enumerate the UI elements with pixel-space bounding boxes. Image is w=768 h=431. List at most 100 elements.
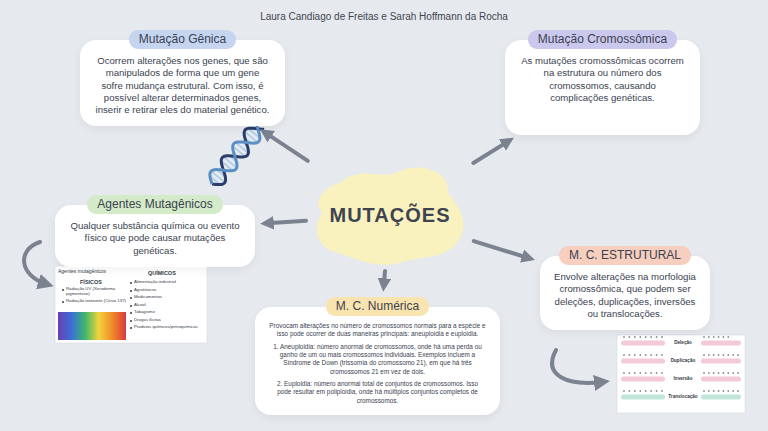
gene-mark bbox=[703, 372, 705, 374]
picture-label: Drogas ilícitas bbox=[130, 318, 161, 323]
topic-body: Envolve alterações na morfologia cromoss… bbox=[540, 256, 710, 330]
topic-box: M. C. ESTRUTURALEnvolve alterações na mo… bbox=[540, 246, 710, 330]
dna-icon bbox=[210, 123, 264, 185]
gene-mark bbox=[718, 390, 720, 392]
topic-box: Mutação GênicaOcorrem alterações nos gen… bbox=[80, 30, 285, 126]
gene-mark bbox=[639, 390, 641, 392]
gene-mark bbox=[718, 336, 720, 338]
topic-body: Qualquer substância química ou evento fí… bbox=[55, 205, 255, 267]
spectrum-picture bbox=[58, 312, 126, 340]
curved-arrow bbox=[552, 350, 602, 383]
gene-mark bbox=[727, 372, 729, 374]
gene-mark bbox=[634, 390, 636, 392]
picture-label: Radiação ionizante (Césio 137) bbox=[62, 299, 128, 304]
chromosome-bar bbox=[701, 359, 741, 364]
blob-fill bbox=[317, 167, 464, 264]
topic-heading: Mutação Cromossômica bbox=[528, 30, 677, 49]
chromosome-bar bbox=[701, 341, 741, 346]
topic-text: Provocam alterações no número de cromoss… bbox=[269, 322, 486, 339]
gene-mark bbox=[645, 336, 647, 338]
gene-mark bbox=[713, 390, 715, 392]
gene-mark bbox=[639, 372, 641, 374]
gene-mark bbox=[727, 390, 729, 392]
gene-mark bbox=[656, 390, 658, 392]
gene-mark bbox=[732, 390, 734, 392]
picture-label: Deleção bbox=[666, 340, 700, 345]
gene-mark bbox=[661, 354, 663, 356]
topic-heading: Agentes Mutagênicos bbox=[87, 195, 222, 214]
gene-mark bbox=[639, 354, 641, 356]
gene-mark bbox=[723, 372, 725, 374]
picture-label: Duplicação bbox=[666, 358, 700, 363]
chromosome-bar bbox=[621, 341, 665, 346]
gene-mark bbox=[713, 336, 715, 338]
gene-mark bbox=[650, 336, 652, 338]
picture-label: Álcool bbox=[130, 303, 146, 308]
gene-mark bbox=[723, 390, 725, 392]
agents-picture bbox=[55, 266, 207, 343]
gene-mark bbox=[708, 354, 710, 356]
topic-body: As mutações cromossômicas ocorrem na est… bbox=[505, 40, 700, 135]
gene-mark bbox=[708, 390, 710, 392]
topic-text: 2. Euploidia: número anormal total de co… bbox=[269, 380, 486, 405]
connector-arrow bbox=[266, 133, 308, 161]
gene-mark bbox=[727, 354, 729, 356]
topic-heading: Mutação Gênica bbox=[129, 30, 236, 49]
gene-mark bbox=[713, 354, 715, 356]
gene-mark bbox=[661, 336, 663, 338]
picture-label: Produtos químicos/petroquímicos bbox=[130, 325, 198, 330]
chromosome-bar bbox=[701, 377, 741, 382]
central-title: MUTAÇÕES bbox=[330, 204, 451, 227]
topic-text: Ocorrem alterações nos genes, que são ma… bbox=[94, 55, 271, 116]
gene-mark bbox=[645, 354, 647, 356]
picture-label: Agentes mutagênicos bbox=[58, 269, 106, 275]
gene-mark bbox=[718, 372, 720, 374]
topic-text: 1. Aneuploidia: número anormal de cromos… bbox=[269, 343, 486, 376]
picture-label: Tabagismo bbox=[130, 310, 155, 315]
gene-mark bbox=[732, 354, 734, 356]
gene-mark bbox=[656, 372, 658, 374]
gene-mark bbox=[650, 372, 652, 374]
central-blob: MUTAÇÕES bbox=[310, 163, 470, 267]
structure-picture bbox=[617, 335, 745, 413]
gene-mark bbox=[708, 336, 710, 338]
author-line: Laura Candiago de Freitas e Sarah Hoffma… bbox=[0, 11, 768, 23]
picture-label: Radiação UV (Xeroderma pigmentoso) bbox=[62, 287, 128, 297]
gene-mark bbox=[703, 354, 705, 356]
gene-mark bbox=[661, 390, 663, 392]
gene-mark bbox=[645, 372, 647, 374]
connector-arrow bbox=[267, 221, 306, 224]
curved-arrow bbox=[24, 242, 46, 284]
gene-mark bbox=[703, 336, 705, 338]
topic-heading: M. C. Numérica bbox=[326, 297, 429, 316]
chromosome-bar bbox=[621, 377, 665, 382]
gene-mark bbox=[623, 372, 625, 374]
connector-arrow bbox=[384, 271, 385, 285]
topic-heading: M. C. ESTRUTURAL bbox=[559, 246, 691, 265]
chromosome-bar bbox=[621, 359, 665, 364]
gene-mark bbox=[623, 390, 625, 392]
topic-text: Qualquer substância química ou evento fí… bbox=[69, 220, 241, 257]
gene-mark bbox=[650, 354, 652, 356]
picture-label: Agrotóxicos bbox=[130, 288, 156, 293]
gene-mark bbox=[723, 354, 725, 356]
gene-mark bbox=[727, 336, 729, 338]
gene-mark bbox=[737, 390, 739, 392]
connector-arrow bbox=[474, 241, 529, 258]
gene-mark bbox=[732, 372, 734, 374]
topic-body: Ocorrem alterações nos genes, que são ma… bbox=[80, 40, 285, 126]
gene-mark bbox=[634, 372, 636, 374]
gene-mark bbox=[629, 390, 631, 392]
gene-mark bbox=[723, 336, 725, 338]
gene-mark bbox=[718, 354, 720, 356]
gene-mark bbox=[713, 372, 715, 374]
topic-box: Agentes MutagênicosQualquer substância q… bbox=[55, 195, 255, 267]
dna-strand bbox=[212, 128, 264, 184]
chromosome-bar bbox=[701, 395, 741, 400]
gene-mark bbox=[703, 390, 705, 392]
topic-text: As mutações cromossômicas ocorrem na est… bbox=[519, 55, 686, 104]
connector-arrow bbox=[473, 141, 508, 163]
gene-mark bbox=[737, 354, 739, 356]
picture-label: Alimentação industrial bbox=[130, 280, 176, 285]
